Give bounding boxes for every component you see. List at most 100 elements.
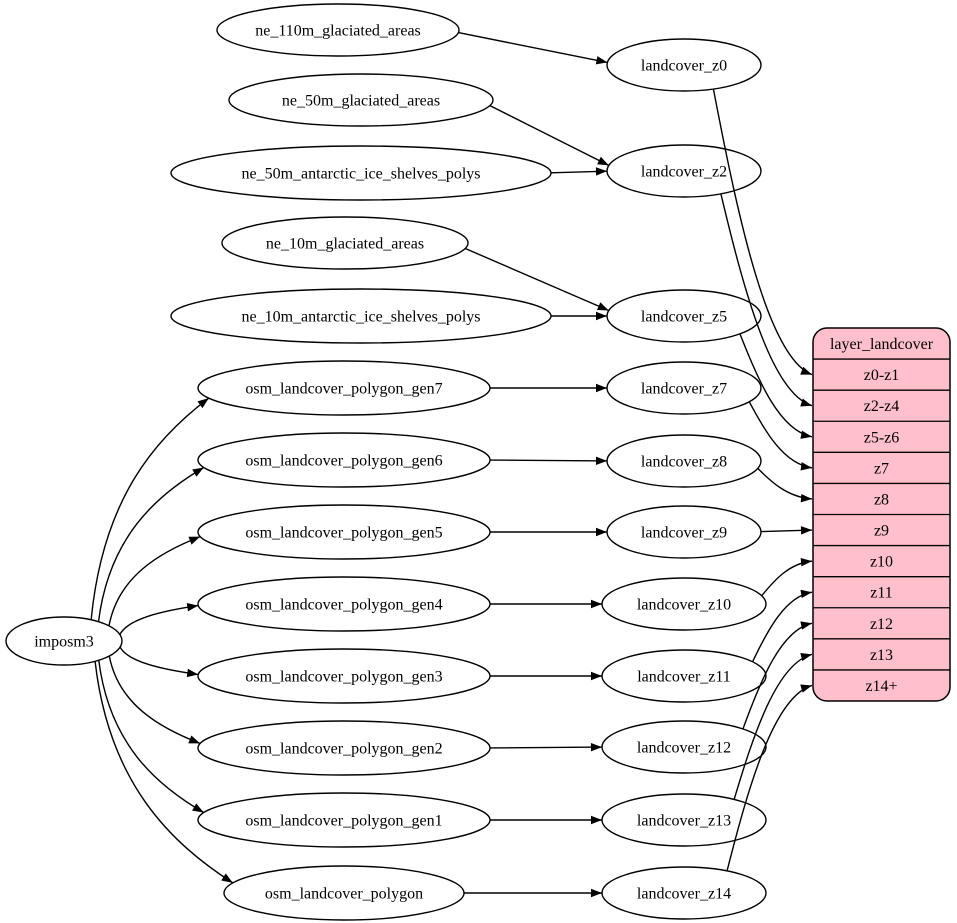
arrowhead (595, 167, 608, 176)
node-osm_landcover_polygon_gen3: osm_landcover_polygon_gen3 (197, 648, 491, 704)
arrowhead (800, 557, 812, 567)
record-row: z0-z1 (864, 367, 900, 384)
record-row: z2-z4 (864, 398, 900, 415)
edge-landcover_z14-to-z14+ (726, 684, 813, 872)
edge-imposm3-to-osm_landcover_polygon_gen3 (119, 646, 199, 678)
edge-ne_110m_glaciated_areas-to-landcover_z0 (458, 31, 608, 65)
node-ellipse (170, 145, 552, 201)
arrowhead (591, 599, 602, 609)
arrowhead (590, 742, 603, 752)
edge-path (489, 746, 603, 749)
edge-landcover_z0-to-z0-z1 (712, 88, 813, 376)
node-osm_landcover_polygon_gen5: osm_landcover_polygon_gen5 (197, 504, 491, 560)
node-label: osm_landcover_polygon (265, 886, 423, 903)
node-landcover_z7: landcover_z7 (606, 361, 762, 415)
node-label: osm_landcover_polygon_gen4 (245, 597, 442, 614)
edges (90, 31, 813, 898)
edge-path (712, 88, 813, 376)
node-ne_10m_glaciated_areas: ne_10m_glaciated_areas (221, 216, 469, 270)
node-label: landcover_z9 (641, 525, 727, 542)
edge-path (94, 661, 234, 884)
edge-path (98, 660, 205, 814)
node-label: landcover_z2 (641, 164, 727, 181)
edge-imposm3-to-osm_landcover_polygon_gen4 (119, 603, 199, 635)
edge-osm_landcover_polygon_gen6-to-landcover_z8 (489, 456, 608, 466)
arrowhead (591, 888, 602, 898)
arrowhead (186, 603, 199, 612)
edge-path (458, 31, 608, 64)
edge-landcover_z10-to-z10 (761, 557, 813, 597)
node-label: ne_50m_antarctic_ice_shelves_polys (241, 166, 480, 183)
edge-osm_landcover_polygon_gen4-to-landcover_z10 (490, 599, 602, 609)
node-label: landcover_z5 (641, 309, 727, 326)
arrowhead (192, 467, 204, 477)
record-row: z11 (870, 585, 893, 602)
edge-path (464, 247, 610, 312)
node-osm_landcover_polygon_gen7: osm_landcover_polygon_gen7 (197, 360, 491, 416)
arrowhead (188, 536, 201, 545)
arrowhead (595, 56, 608, 65)
edge-landcover_z5-to-z5-z6 (739, 333, 813, 439)
record-row: z13 (870, 647, 893, 664)
edge-osm_landcover_polygon_gen5-to-landcover_z9 (490, 527, 607, 537)
node-label: landcover_z12 (637, 740, 731, 757)
edge-path (90, 397, 210, 620)
edge-path (119, 646, 199, 676)
edge-path (726, 684, 813, 872)
arrowhead (591, 815, 602, 825)
arrowhead (800, 684, 812, 693)
node-landcover_z5: landcover_z5 (606, 289, 762, 343)
node-imposm3: imposm3 (5, 616, 123, 666)
edge-path (761, 560, 813, 597)
node-label: landcover_z0 (641, 58, 727, 75)
arrowhead (597, 156, 609, 166)
node-ellipse (606, 144, 762, 198)
node-ellipse (221, 216, 469, 270)
edge-path (119, 604, 199, 635)
edge-imposm3-to-osm_landcover_polygon_gen5 (108, 536, 201, 626)
edge-landcover_z9-to-z9 (760, 526, 813, 535)
node-label: ne_10m_glaciated_areas (266, 236, 424, 253)
edge-osm_landcover_polygon_gen3-to-landcover_z11 (490, 671, 602, 681)
node-landcover_z9: landcover_z9 (606, 505, 762, 559)
arrowhead (800, 398, 812, 407)
node-label: ne_50m_glaciated_areas (282, 93, 440, 110)
edge-imposm3-to-osm_landcover_polygon_gen7 (90, 397, 210, 620)
node-label: osm_landcover_polygon_gen5 (245, 525, 442, 542)
node-label: landcover_z13 (637, 813, 731, 830)
record-row: z8 (874, 491, 889, 508)
arrowhead (596, 311, 607, 321)
edge-imposm3-to-osm_landcover_polygon_gen1 (98, 660, 205, 814)
edge-path (733, 653, 813, 800)
node-osm_landcover_polygon_gen1: osm_landcover_polygon_gen1 (197, 792, 491, 848)
record-row: z5-z6 (864, 429, 900, 446)
edge-path (720, 193, 813, 407)
edge-path (489, 459, 608, 462)
arrowhead (596, 527, 607, 537)
node-ellipse (5, 616, 123, 666)
arrowhead (800, 652, 812, 662)
record-row: z10 (870, 554, 893, 571)
record-row: z7 (874, 460, 889, 477)
node-ne_10m_antarctic_ice_shelves_polys: ne_10m_antarctic_ice_shelves_polys (170, 288, 552, 344)
arrowhead (800, 526, 812, 535)
node-osm_landcover_polygon: osm_landcover_polygon (223, 865, 465, 921)
node-label: osm_landcover_polygon_gen3 (245, 669, 442, 686)
node-label: ne_110m_glaciated_areas (255, 23, 421, 40)
node-ellipse (606, 38, 762, 92)
arrowhead (595, 456, 608, 466)
node-ne_50m_glaciated_areas: ne_50m_glaciated_areas (228, 73, 494, 127)
arrowhead (800, 366, 812, 375)
node-ne_50m_antarctic_ice_shelves_polys: ne_50m_antarctic_ice_shelves_polys (170, 145, 552, 201)
arrowhead (591, 671, 602, 681)
node-label: landcover_z10 (637, 597, 731, 614)
edge-imposm3-to-osm_landcover_polygon_gen6 (97, 466, 205, 622)
node-label: ne_10m_antarctic_ice_shelves_polys (241, 309, 480, 326)
node-osm_landcover_polygon_gen6: osm_landcover_polygon_gen6 (197, 432, 491, 488)
edge-osm_landcover_polygon-to-landcover_z14 (464, 888, 602, 898)
node-label: osm_landcover_polygon_gen2 (245, 741, 442, 758)
arrowhead (800, 493, 812, 503)
edge-path (97, 466, 205, 622)
node-landcover_z10: landcover_z10 (601, 577, 767, 631)
